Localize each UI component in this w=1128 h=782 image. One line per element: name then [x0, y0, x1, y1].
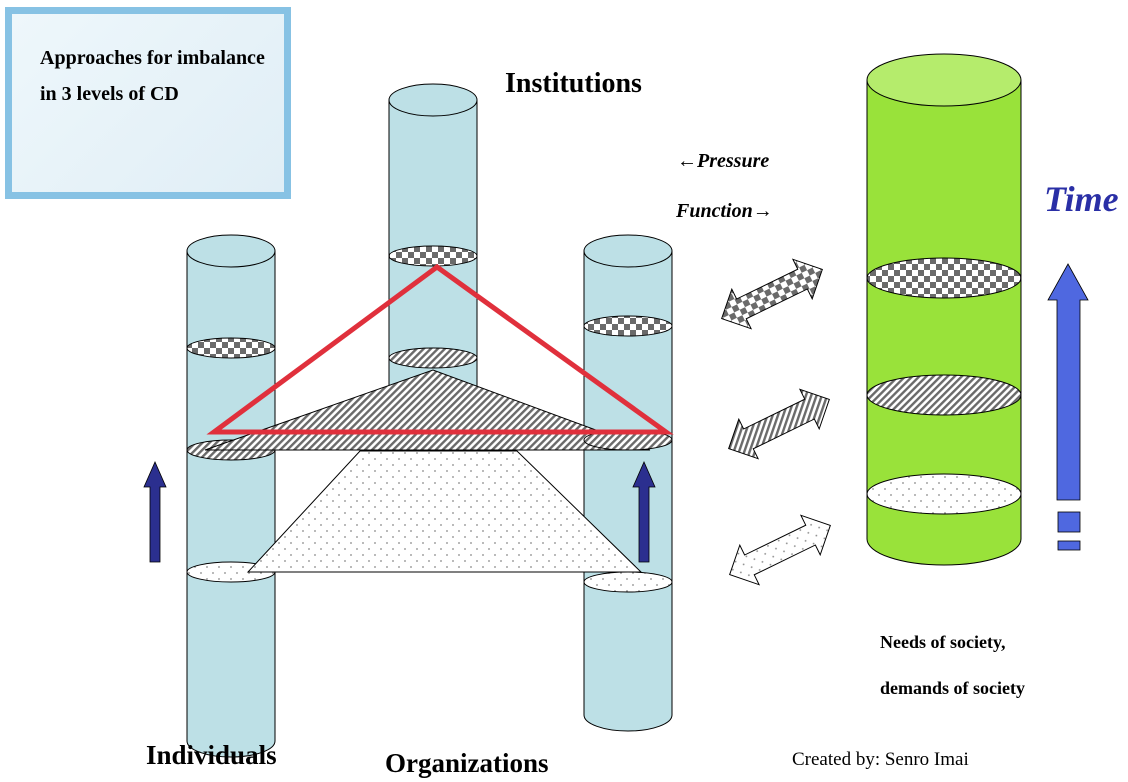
institutions-label: Institutions — [505, 68, 642, 99]
individuals-cylinder — [186, 234, 276, 758]
pressure-label: ←Pressure — [677, 150, 770, 172]
hatch-disc — [388, 347, 478, 369]
double-arrow-icon — [721, 258, 823, 330]
double-arrow-icon — [728, 388, 830, 460]
organizations-cylinder — [583, 234, 673, 732]
balance-triangle — [206, 263, 674, 435]
up-arrow-icon — [143, 461, 167, 563]
time-arrow-icon — [1047, 263, 1089, 551]
dot-level-plane — [246, 450, 643, 573]
society-cylinder — [866, 53, 1022, 566]
double-arrow-icon — [729, 514, 831, 586]
checker-disc — [866, 257, 1022, 299]
time-label: Time — [1044, 179, 1119, 219]
needs-label-line1: Needs of society, — [880, 632, 1006, 652]
credit-label: Created by: Senro Imai — [792, 749, 969, 770]
dot-disc — [866, 473, 1022, 515]
checker-disc — [388, 245, 478, 267]
individuals-label: Individuals — [146, 740, 277, 770]
title-box: Approaches for imbalance in 3 levels of … — [5, 7, 291, 199]
title-text: Approaches for imbalance in 3 levels of … — [40, 47, 265, 105]
up-arrow-icon — [632, 461, 656, 563]
function-label: Function→ — [676, 200, 773, 222]
needs-label-line2: demands of society — [880, 678, 1025, 698]
institutions-cylinder — [388, 83, 478, 391]
checker-disc — [583, 315, 673, 337]
checker-disc — [186, 337, 276, 359]
hatch-disc — [866, 374, 1022, 416]
organizations-label: Organizations — [385, 748, 549, 778]
dot-disc — [583, 571, 673, 593]
